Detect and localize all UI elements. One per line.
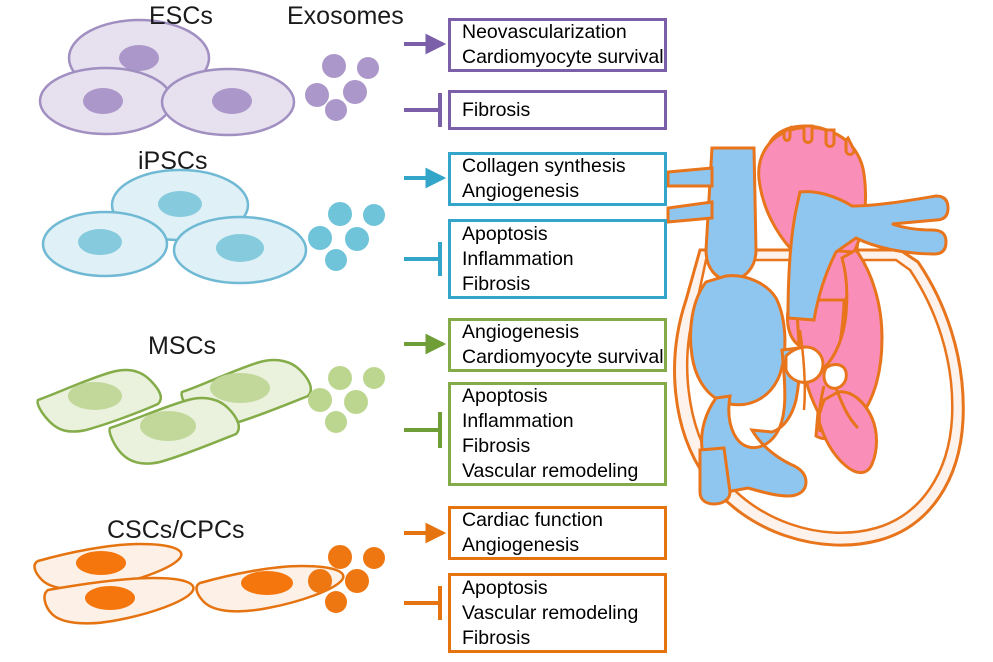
csc-cell-cluster bbox=[33, 542, 345, 625]
exosome-dot bbox=[328, 366, 352, 390]
exosome-dot bbox=[357, 57, 379, 79]
exosome-dot bbox=[345, 227, 369, 251]
effect-line: Inflammation bbox=[462, 247, 574, 270]
exosome-dot bbox=[343, 80, 367, 104]
effect-box-msc-promote: Angiogenesis Cardiomyocyte survival bbox=[448, 318, 667, 372]
exosome-dot bbox=[305, 83, 329, 107]
cell-type-label-msc: MSCs bbox=[148, 332, 217, 360]
esc-nucleus-top bbox=[119, 45, 159, 71]
heart-group bbox=[666, 124, 965, 547]
exosome-dot bbox=[308, 226, 332, 250]
exosome-cluster-ipsc bbox=[308, 202, 385, 271]
exosome-dot bbox=[325, 411, 347, 433]
cell-type-label-csc: CSCs/CPCs bbox=[107, 516, 245, 544]
cell-type-label-ipsc: iPSCs bbox=[138, 147, 208, 175]
aortic-branch-4 bbox=[844, 135, 856, 156]
exosome-dot bbox=[325, 591, 347, 613]
msc-nucleus-right bbox=[210, 373, 270, 403]
effect-line: Cardiomyocyte survival bbox=[462, 346, 664, 368]
csc-nucleus-bottom bbox=[85, 586, 135, 610]
aortic-branch-1 bbox=[782, 125, 792, 142]
vena-cava-branch-2 bbox=[666, 200, 714, 224]
ipsc-nucleus-left bbox=[78, 229, 122, 255]
csc-nucleus-top bbox=[76, 551, 126, 575]
effect-box-esc-inhibit: Fibrosis bbox=[448, 90, 667, 130]
ventricle-vessel-stub bbox=[698, 446, 732, 506]
effect-line: Fibrosis bbox=[462, 626, 531, 649]
msc-nucleus-left bbox=[68, 382, 122, 410]
exosomes-label: Exosomes bbox=[287, 2, 404, 30]
effect-line: Fibrosis bbox=[462, 435, 531, 457]
effect-line: Apoptosis bbox=[462, 222, 548, 245]
pulmonary-artery bbox=[786, 190, 950, 322]
effect-line: Vascular remodeling bbox=[462, 601, 639, 624]
ipsc-cell-cluster bbox=[41, 168, 308, 285]
exosome-cluster-esc bbox=[305, 54, 379, 121]
csc-nucleus-right bbox=[241, 571, 293, 595]
effect-box-esc-promote: Neovascularization Cardiomyocyte surviva… bbox=[448, 18, 667, 72]
ipsc-nucleus-top bbox=[158, 191, 202, 217]
effect-box-ipsc-promote: Collagen synthesis Angiogenesis bbox=[448, 152, 667, 206]
effect-line: Angiogenesis bbox=[462, 321, 580, 343]
aortic-branch-3 bbox=[824, 128, 836, 148]
exosome-dot bbox=[328, 202, 352, 226]
effect-line: Apoptosis bbox=[462, 576, 548, 599]
effect-line: Neovascularization bbox=[462, 21, 627, 43]
exosome-dot bbox=[322, 54, 346, 78]
effect-line: Inflammation bbox=[462, 410, 574, 432]
exosome-dot bbox=[363, 547, 385, 569]
exosome-dot bbox=[308, 388, 332, 412]
left-ventricle-lower bbox=[816, 390, 878, 474]
effect-box-msc-inhibit: Apoptosis Inflammation Fibrosis Vascular… bbox=[448, 382, 667, 486]
exosome-dot bbox=[345, 569, 369, 593]
exosome-dot bbox=[308, 569, 332, 593]
ipsc-nucleus-right bbox=[216, 234, 264, 262]
effect-box-csc-promote: Cardiac function Angiogenesis bbox=[448, 506, 667, 560]
effect-line: Cardiomyocyte survival bbox=[462, 46, 664, 68]
effect-line: Fibrosis bbox=[462, 272, 531, 295]
effect-line: Vascular remodeling bbox=[462, 460, 639, 482]
tricuspid-valve-leaflet bbox=[822, 363, 848, 390]
exosome-dot bbox=[363, 367, 385, 389]
effect-line: Collagen synthesis bbox=[462, 155, 626, 177]
effect-line: Angiogenesis bbox=[462, 180, 580, 202]
exosome-dot bbox=[328, 545, 352, 569]
msc-nucleus-bottom bbox=[140, 411, 196, 441]
effect-line: Fibrosis bbox=[462, 98, 531, 121]
effect-box-ipsc-inhibit: Apoptosis Inflammation Fibrosis bbox=[448, 219, 667, 299]
chordae-2 bbox=[817, 385, 826, 433]
cell-type-label-esc: ESCs bbox=[149, 2, 213, 30]
exosome-cluster-msc bbox=[308, 366, 385, 433]
exosome-dot bbox=[344, 390, 368, 414]
vena-cava-branch-1 bbox=[666, 166, 714, 188]
effect-line: Cardiac function bbox=[462, 509, 603, 531]
aortic-branch-2 bbox=[802, 124, 814, 144]
right-atrium bbox=[689, 274, 787, 407]
chordae-1 bbox=[834, 387, 860, 430]
exosome-dot bbox=[325, 249, 347, 271]
right-ventricle bbox=[700, 346, 808, 498]
exosome-dot bbox=[325, 99, 347, 121]
effect-box-csc-inhibit: Apoptosis Vascular remodeling Fibrosis bbox=[448, 573, 667, 653]
exosome-dot bbox=[363, 204, 385, 226]
effect-line: Angiogenesis bbox=[462, 534, 580, 556]
effect-line: Apoptosis bbox=[462, 385, 548, 407]
septum-line bbox=[798, 329, 807, 411]
esc-cell-cluster bbox=[38, 18, 296, 137]
esc-nucleus-left bbox=[83, 88, 123, 114]
exosome-cluster-csc bbox=[308, 545, 385, 613]
esc-nucleus-right bbox=[212, 88, 252, 114]
msc-cell-cluster bbox=[36, 358, 312, 465]
